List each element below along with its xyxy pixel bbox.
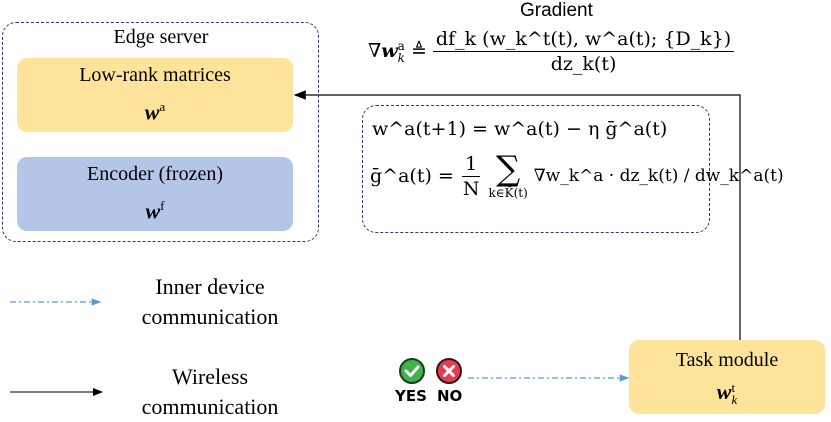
lowrank-label: Low-rank matrices <box>79 64 231 87</box>
lowrank-matrices-block: Low-rank matrices wa <box>17 58 293 132</box>
gradient-fraction: df_k (w_k^t(t), w^a(t); {D_k}) dz_k(t) <box>432 28 735 75</box>
summand: ∇w_k^a · dz_k(t) / dw_k^a(t) <box>533 166 784 186</box>
encoder-label: Encoder (frozen) <box>86 163 224 186</box>
gradient-denominator: dz_k(t) <box>550 53 617 75</box>
no-label: NO <box>437 387 463 405</box>
gradient-title: Gradient <box>520 0 593 21</box>
sum-operator: ∑ k∈K̃(t) <box>488 149 528 200</box>
average-fraction: 1 N <box>462 152 481 200</box>
legend-inner-label: Inner device communication <box>141 274 279 329</box>
update-formula-box <box>362 105 710 233</box>
gradient-feedback-line <box>293 90 741 340</box>
task-module-label: Task module <box>675 349 779 371</box>
yes-label: YES <box>395 387 427 405</box>
edge-server-title: Edge server <box>113 26 209 48</box>
legend-wireless-label: Wireless communication <box>141 364 279 419</box>
update-line-1: w^a(t+1) = w^a(t) − η ḡ^a(t) <box>372 118 668 140</box>
encoder-symbol: wf <box>145 198 165 224</box>
lowrank-symbol: wa <box>144 99 166 125</box>
update-line-2: ḡ^a(t) = 1 N ∑ k∈K̃(t) ∇w_k^a · dz_k(t) … <box>370 152 784 200</box>
yes-check-icon <box>399 358 425 384</box>
gradient-numerator: df_k (w_k^t(t), w^a(t); {D_k}) <box>432 28 735 52</box>
encoder-block: Encoder (frozen) wf <box>17 157 293 231</box>
gbar-lhs: ḡ^a(t) = <box>370 165 454 187</box>
no-cross-icon <box>436 358 462 384</box>
edge-server-box <box>2 22 319 242</box>
